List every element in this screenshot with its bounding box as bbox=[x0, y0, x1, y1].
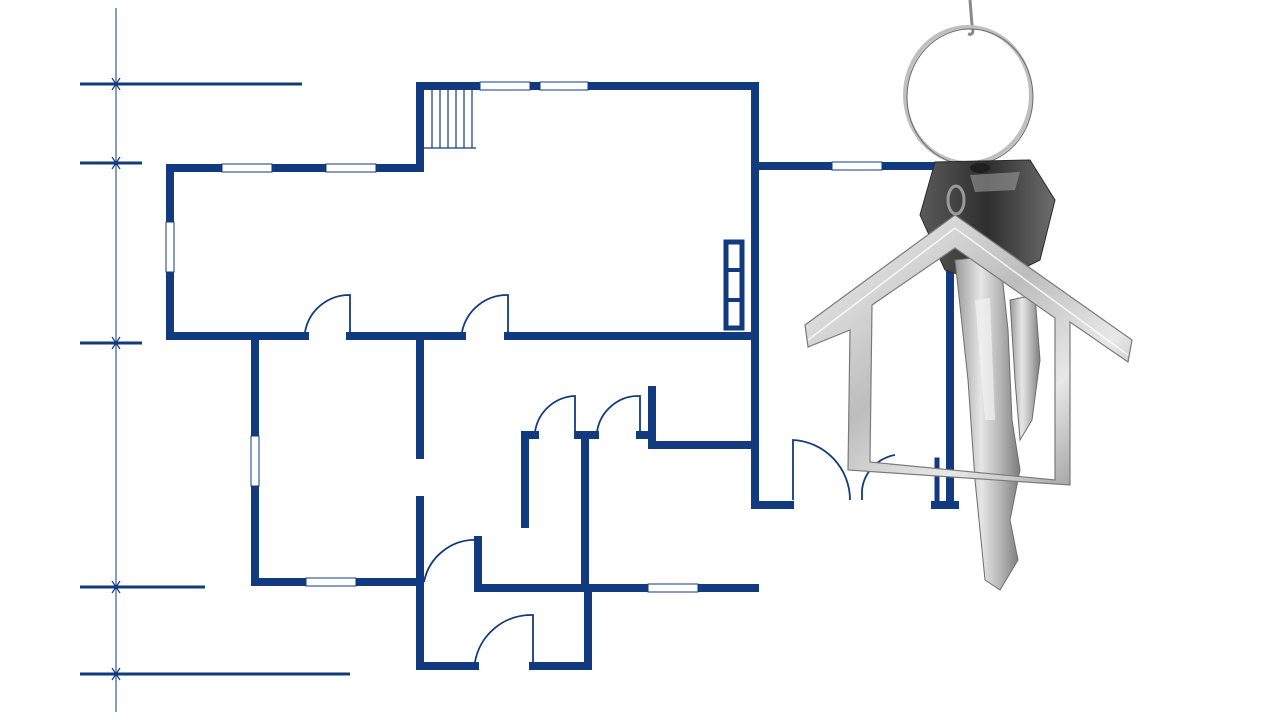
dimension-lines bbox=[80, 8, 350, 712]
keychain bbox=[804, 0, 1133, 591]
chain-link-icon bbox=[967, 0, 975, 36]
windows bbox=[165, 81, 883, 593]
door-swings bbox=[304, 294, 896, 663]
house-keychain-icon bbox=[804, 214, 1133, 486]
stairs bbox=[424, 90, 476, 149]
floor-plan bbox=[166, 82, 959, 670]
